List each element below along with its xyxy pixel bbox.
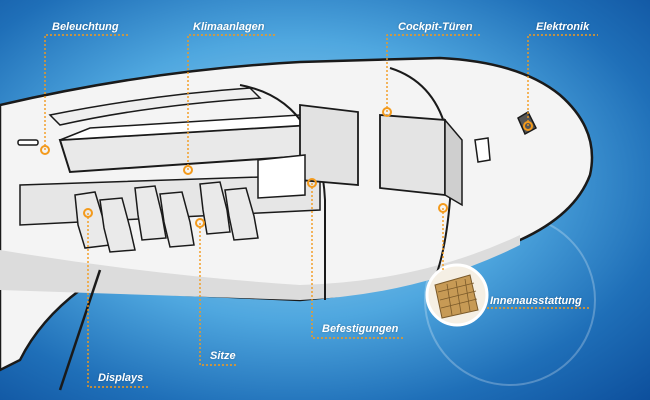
honeycomb-material (434, 274, 479, 319)
seat (134, 185, 167, 241)
galley-wall (299, 103, 359, 186)
hotspot-air-conditioning (183, 165, 193, 175)
hotspot-electronics (523, 121, 533, 131)
side-window (474, 137, 491, 163)
hotspots (40, 107, 533, 228)
honeycomb-cells (437, 278, 478, 316)
leader-lines (44, 34, 598, 388)
hotspot-seats (195, 218, 205, 228)
label-electronics: Elektronik (536, 21, 590, 33)
seat-group (74, 181, 259, 253)
label-air-conditioning: Klimaanlagen (193, 21, 265, 33)
fuselage-window (17, 139, 39, 146)
seat (224, 187, 259, 241)
label-cockpit-doors: Cockpit-Türen (398, 21, 473, 33)
label-seats: Sitze (210, 350, 236, 362)
hotspot-fastenings (307, 178, 317, 188)
label-lighting: Beleuchtung (52, 21, 119, 33)
hotspot-displays (83, 208, 93, 218)
hotspot-cockpit-doors (382, 107, 392, 117)
cabin-doorway (257, 154, 306, 199)
seat (159, 191, 195, 248)
seat (199, 181, 231, 235)
label-interior: Innenausstattung (490, 295, 582, 307)
label-fastenings: Befestigungen (322, 323, 399, 335)
leader-line-cockpit-doors (386, 34, 480, 112)
leader-line-air-conditioning (187, 34, 275, 170)
leader-line-seats (199, 223, 238, 366)
cockpit-door-side (444, 117, 463, 207)
seat (99, 197, 136, 253)
label-displays: Displays (98, 372, 144, 384)
cockpit-door (379, 114, 446, 197)
wing-edge (58, 269, 102, 391)
hotspot-interior (438, 203, 448, 213)
leader-line-fastenings (311, 183, 405, 339)
leader-line-displays (87, 213, 148, 388)
hull-shade (0, 235, 520, 300)
ceiling-panel (48, 87, 262, 126)
leader-line-electronics (527, 34, 598, 126)
hotspot-lighting (40, 145, 50, 155)
